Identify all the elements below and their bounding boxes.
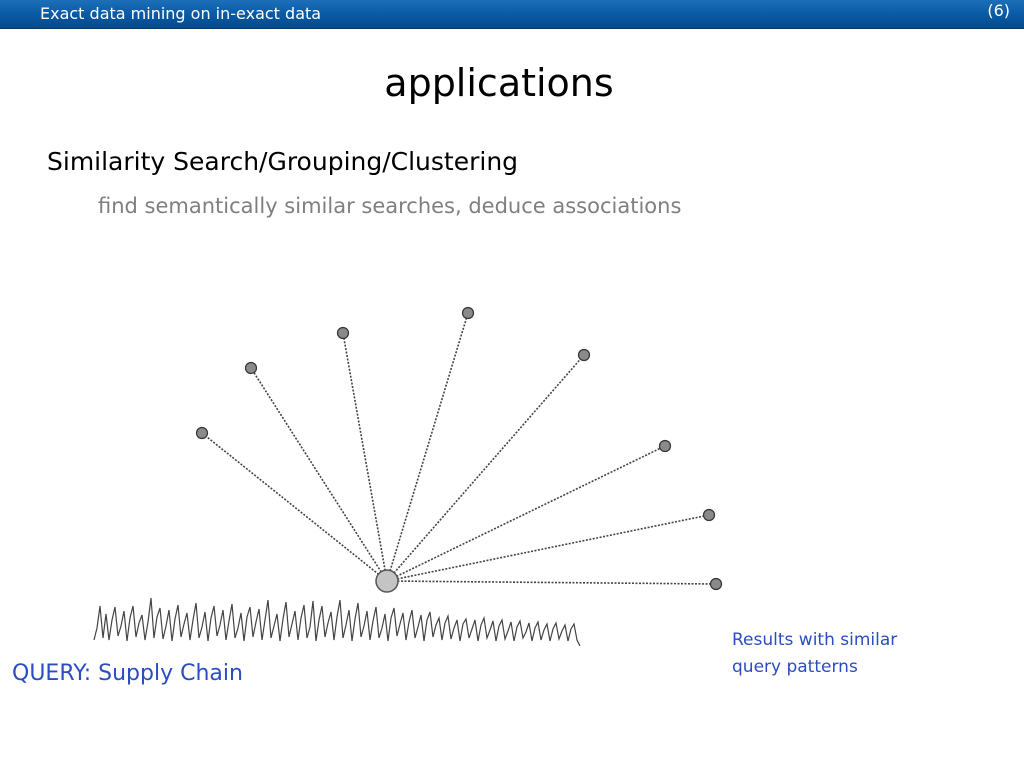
slide-title: applications: [384, 61, 614, 105]
result-node-6: [658, 439, 672, 453]
link-1: [201, 432, 388, 582]
result-node-7: [702, 508, 716, 522]
link-5: [386, 354, 585, 582]
link-2: [250, 367, 388, 582]
result-node-2: [244, 361, 258, 375]
result-node-8: [709, 577, 723, 591]
bullet-main: Similarity Search/Grouping/Clustering: [47, 147, 519, 176]
page-number: (6): [987, 1, 1010, 20]
link-8: [386, 580, 717, 585]
query-node: [375, 569, 399, 593]
results-label: Results with similar query patterns: [732, 630, 898, 677]
query-label: QUERY: Supply Chain: [12, 661, 243, 686]
result-node-4: [461, 306, 475, 320]
result-node-1: [195, 426, 209, 440]
link-6: [386, 445, 666, 582]
header-bar: Exact data mining on in-exact data (6): [0, 0, 1024, 29]
query-time-series: [93, 597, 581, 647]
header-title: Exact data mining on in-exact data: [40, 4, 322, 23]
similarity-diagram: [93, 306, 723, 647]
link-3: [342, 332, 388, 582]
result-node-5: [577, 348, 591, 362]
result-node-3: [336, 326, 350, 340]
bullet-sub: find semantically similar searches, dedu…: [98, 194, 682, 218]
link-4: [386, 312, 469, 582]
link-7: [386, 514, 710, 582]
